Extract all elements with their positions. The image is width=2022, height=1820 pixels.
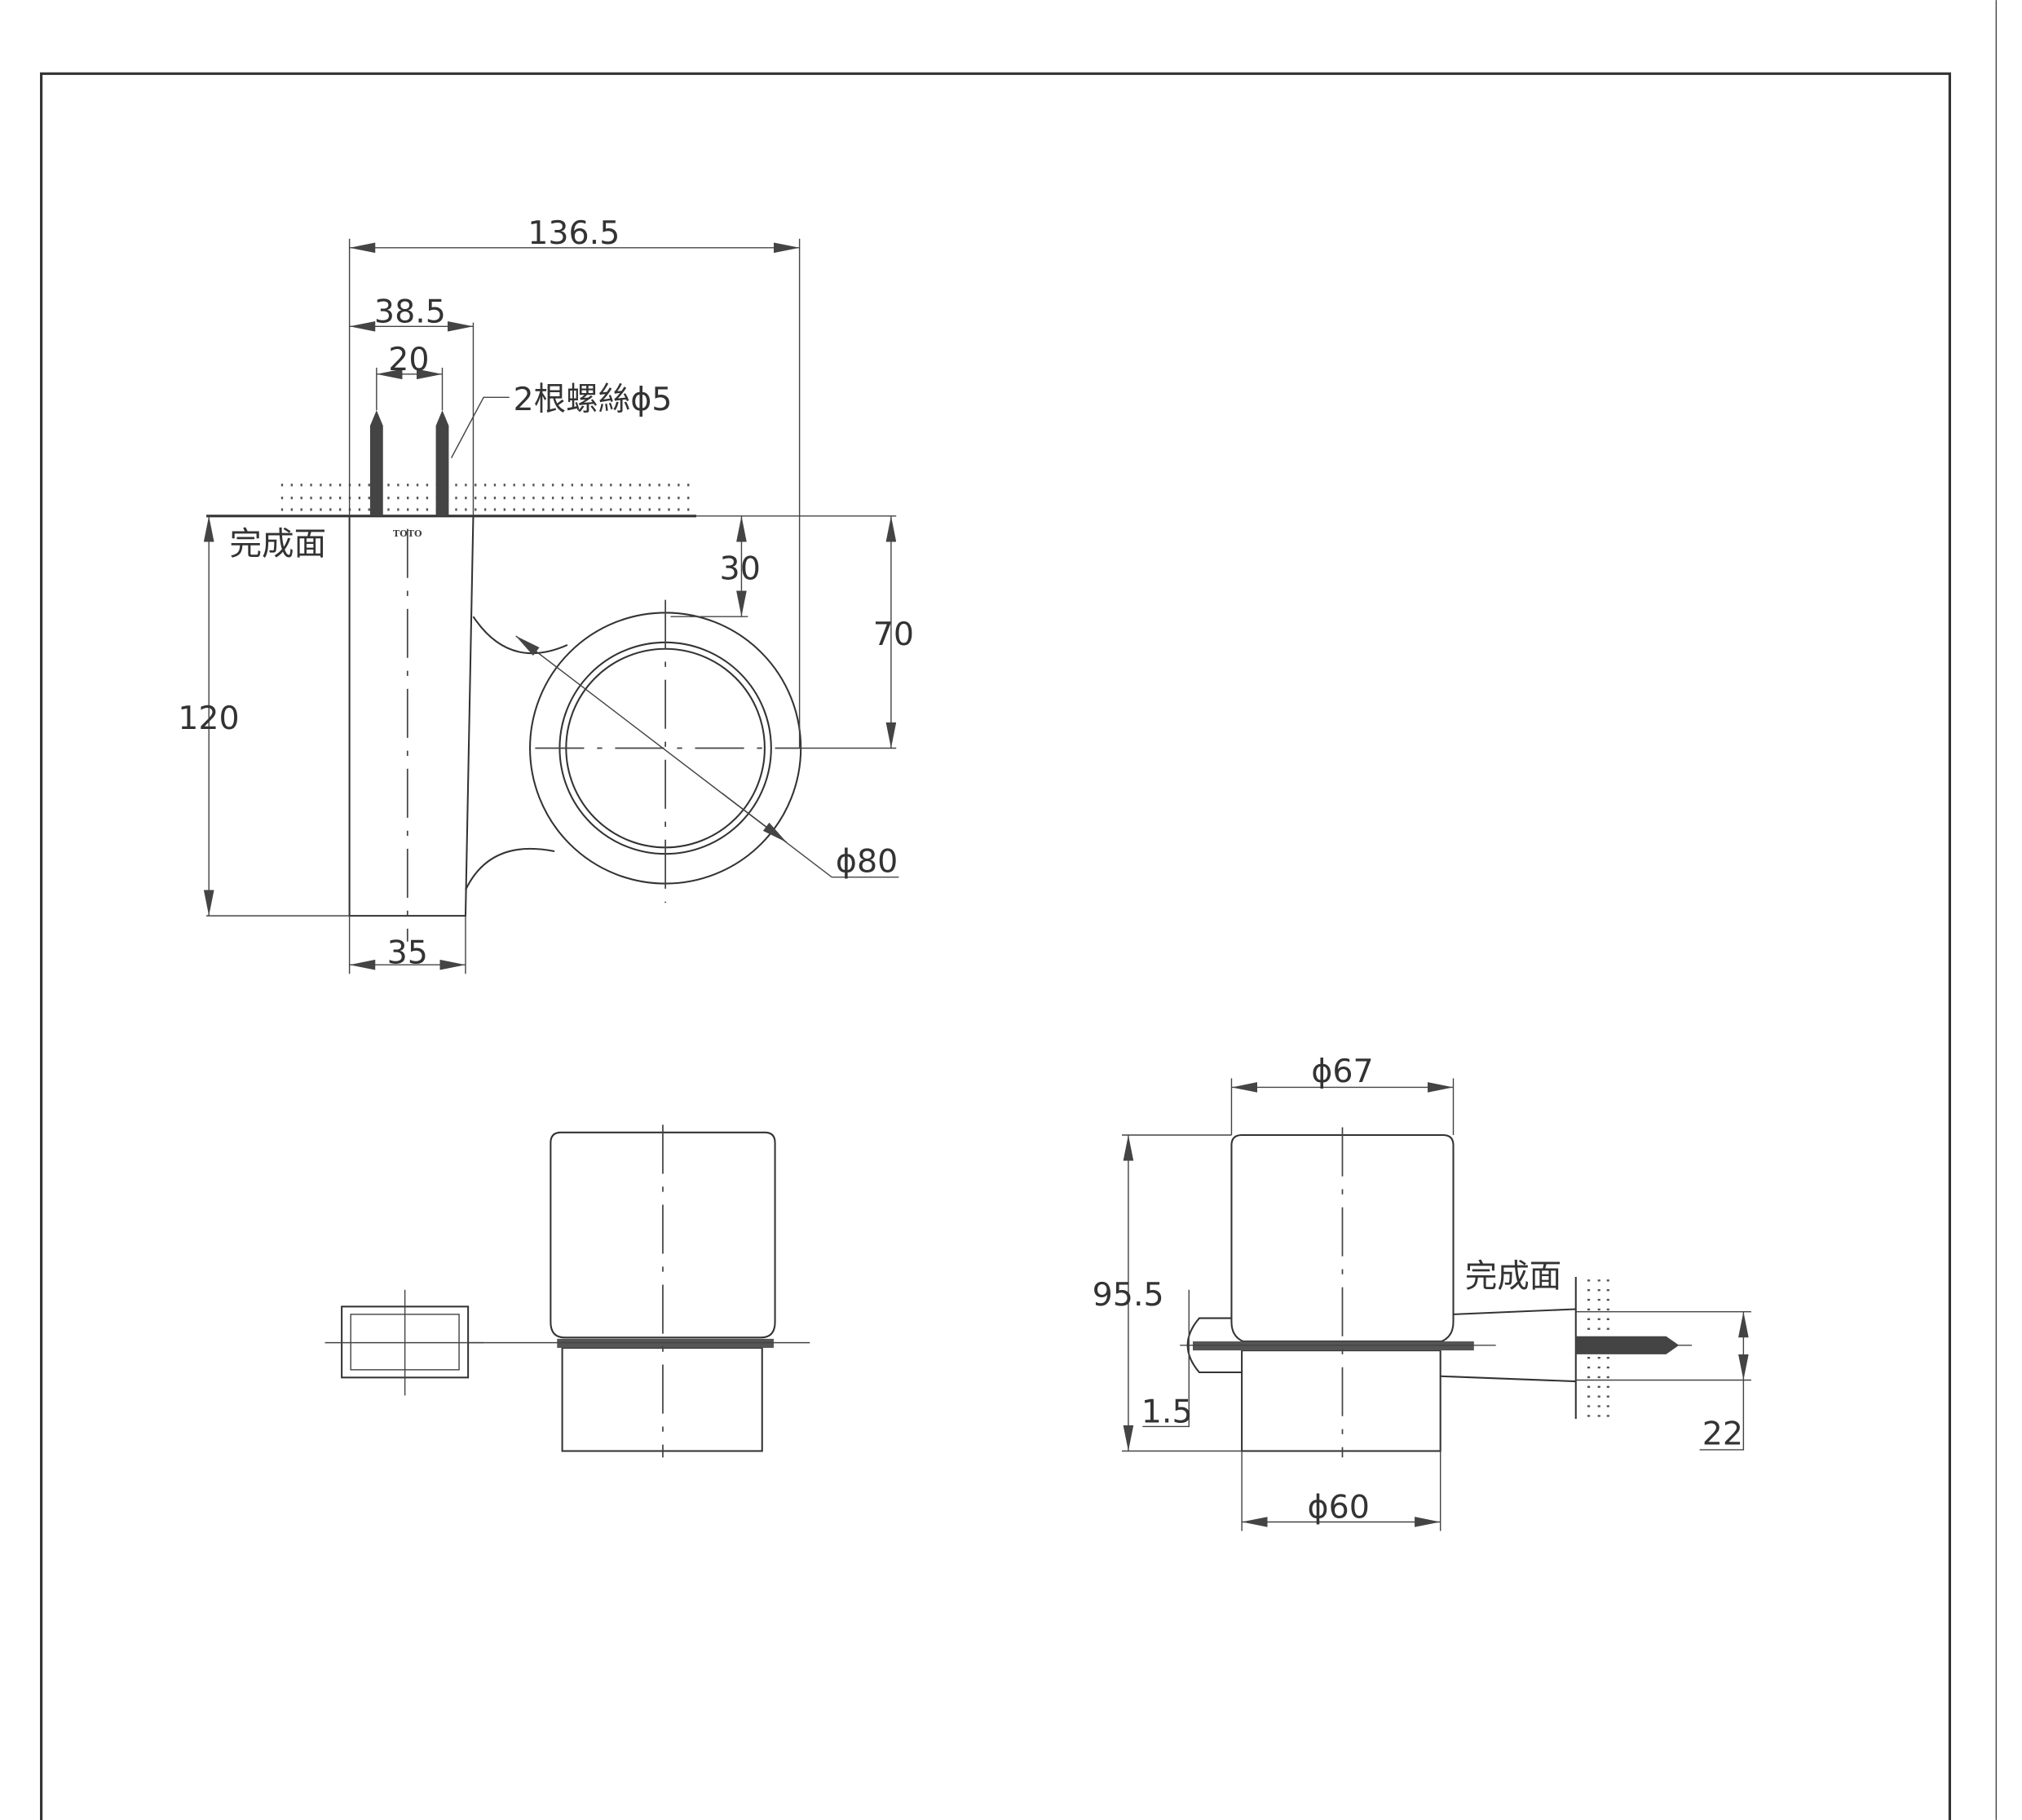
dim-phi-67: ϕ67 [1311,1053,1373,1090]
dim-136-5: 136.5 [528,214,620,252]
screw-icon [369,410,449,516]
screw-note: 2根螺絲ϕ5 [513,381,672,418]
cup-base [1241,1350,1441,1452]
dim-22: 22 [1702,1416,1743,1453]
finish-surface-label: 完成面 [1465,1258,1562,1296]
plate [557,1338,774,1348]
dim-1-5: 1.5 [1141,1394,1193,1431]
arm-upper [472,616,568,655]
side-view: 完成面 ϕ67 95.5 1.5 ϕ60 22 [1093,1053,1751,1531]
dim-30: 30 [720,550,761,587]
arm-lower [465,847,555,890]
drawing-frame [40,72,1952,1820]
plate [1193,1341,1474,1351]
finish-surface-label: 完成面 [230,525,327,563]
cup [1230,1133,1455,1343]
screw-icon [1575,1336,1693,1354]
dim-95-5: 95.5 [1093,1276,1164,1314]
dim-phi-80: ϕ80 [836,842,898,880]
logo-toto: TOTO [393,528,422,539]
dim-20: 20 [388,341,429,378]
wall-hatch [280,484,697,511]
dim-35: 35 [387,934,428,972]
cup [550,1131,776,1339]
top-view: TOTO 136.5 38.5 20 2根螺絲ϕ5 完成面 30 [178,214,914,974]
dim-120: 120 [178,700,239,737]
dim-phi-60: ϕ60 [1308,1489,1370,1526]
mount-block [348,515,475,917]
dim-70: 70 [873,616,914,653]
front-view [324,1124,810,1458]
dim-38-5: 38.5 [374,294,446,331]
